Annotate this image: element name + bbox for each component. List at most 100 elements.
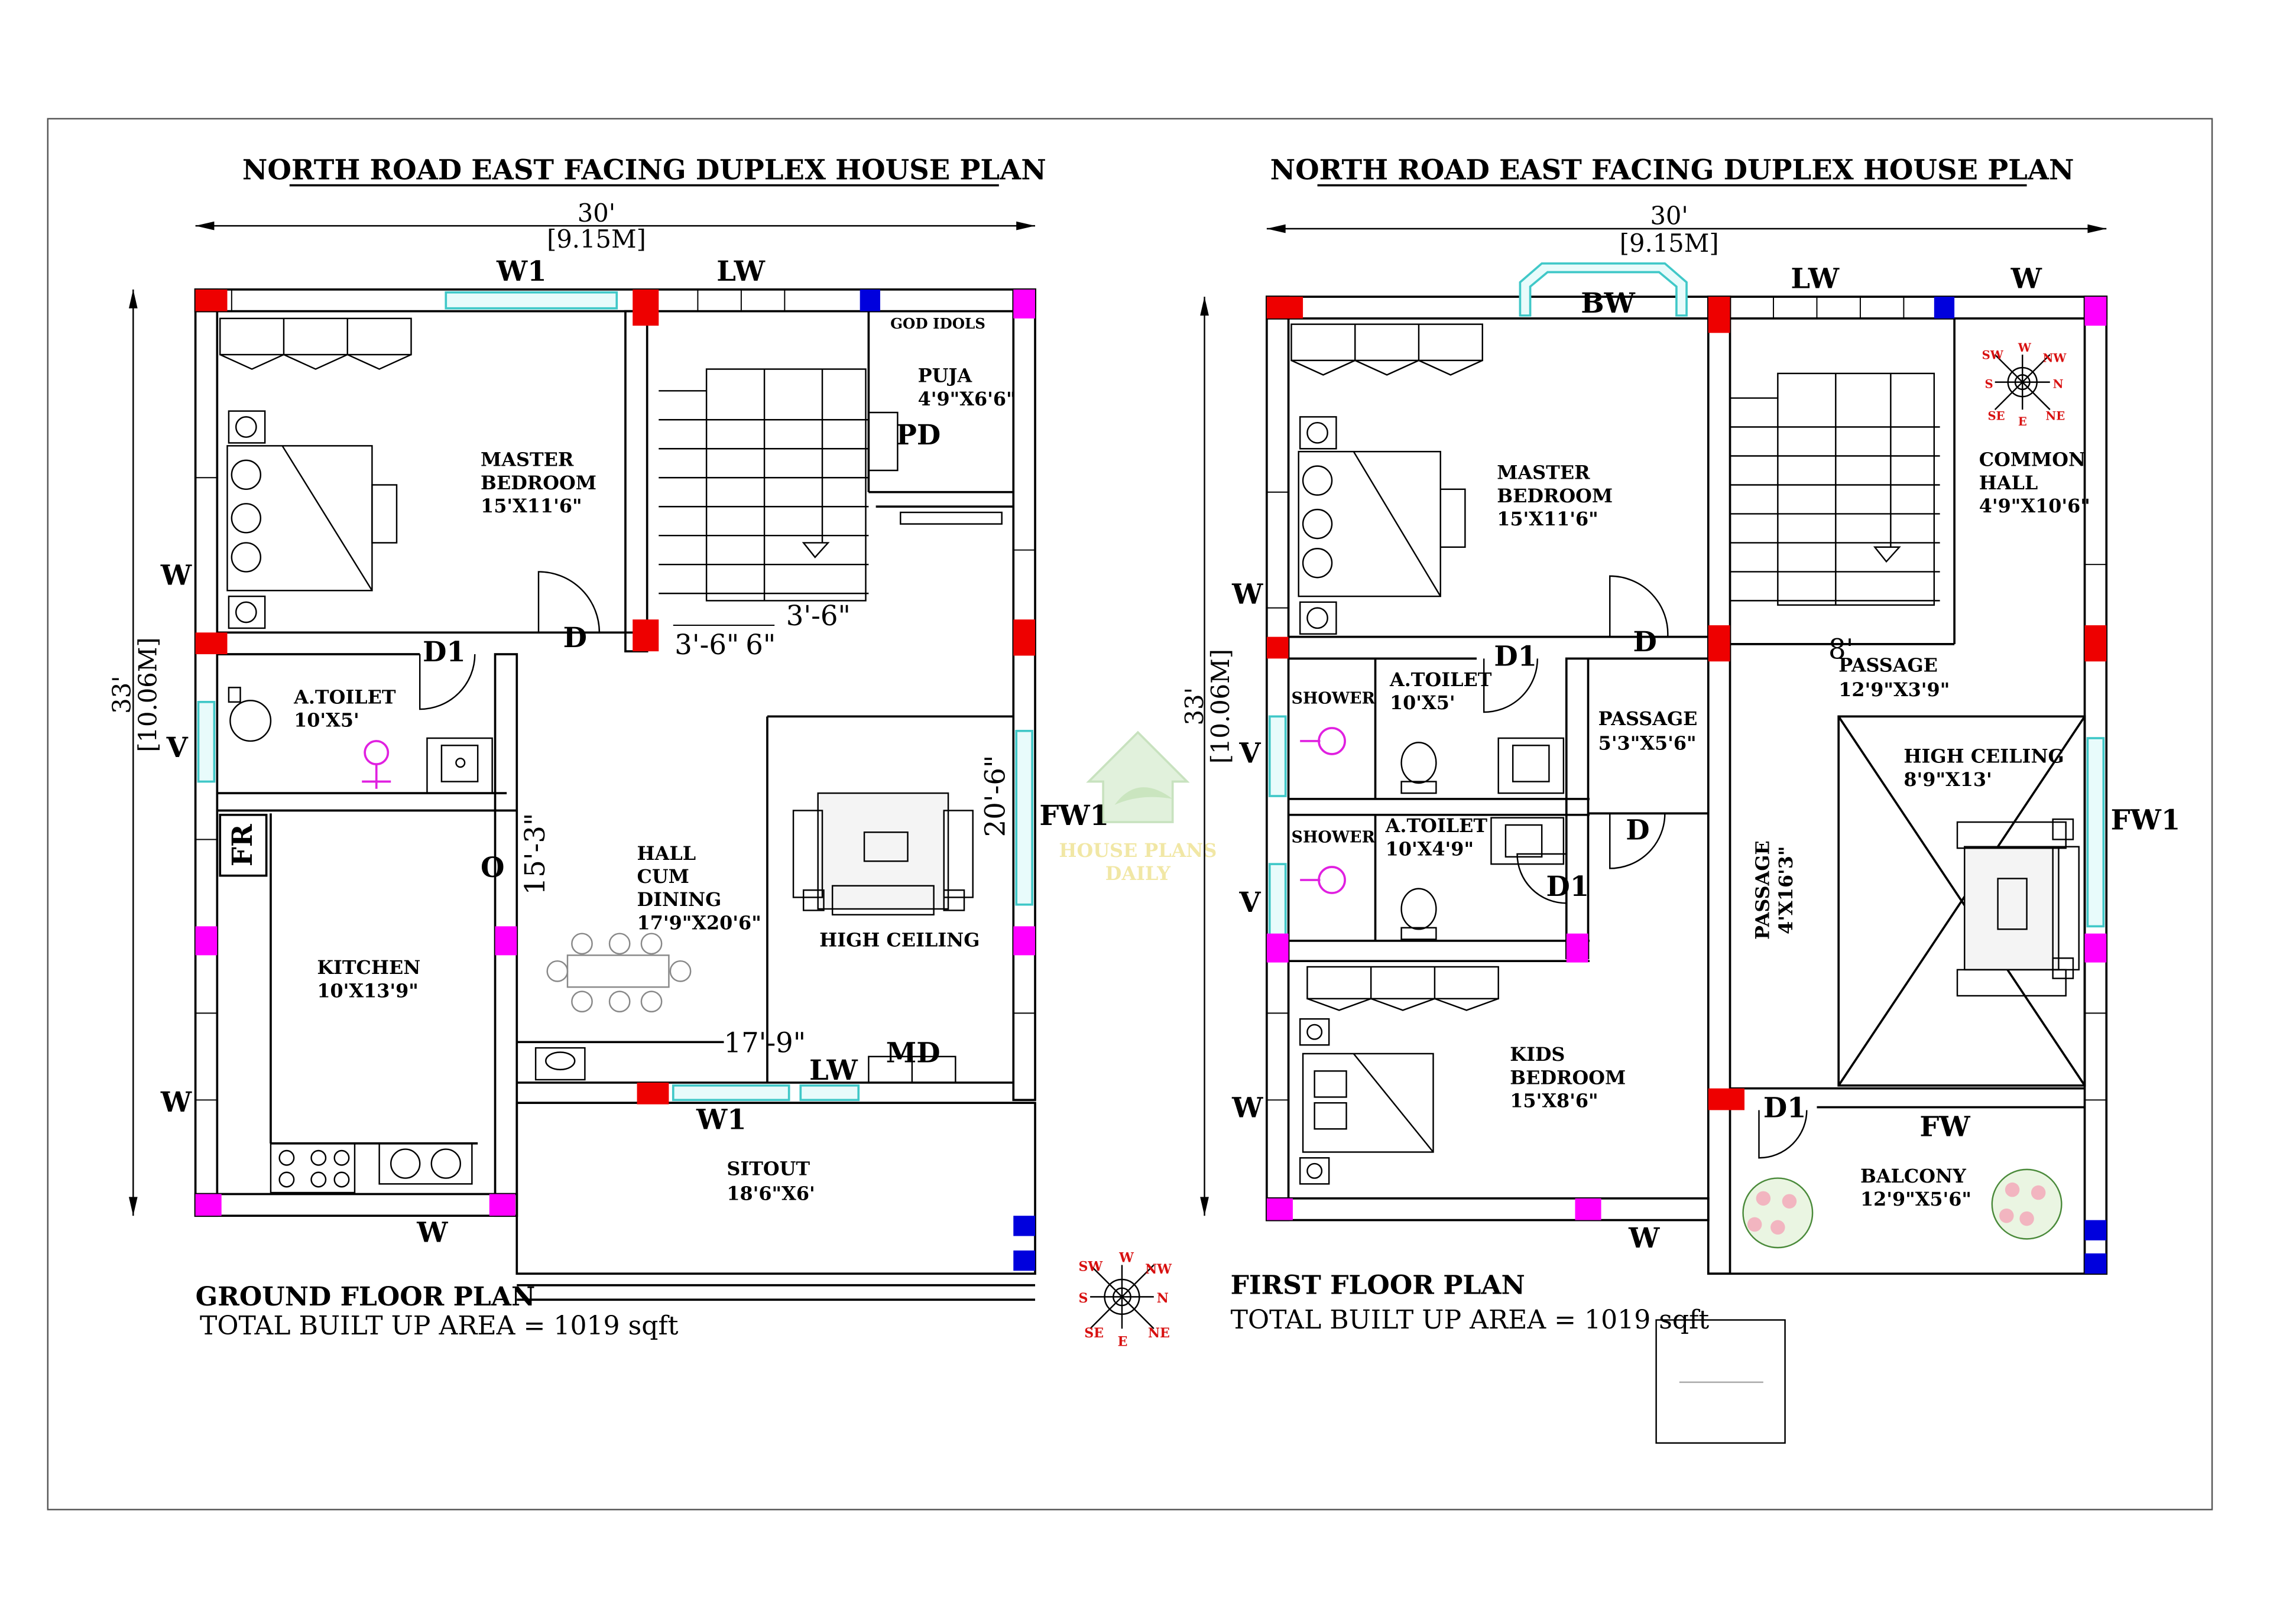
ff-passage-mid-dim: 5'3"X5'6" — [1598, 732, 1697, 755]
gf-lw-top: LW — [716, 255, 766, 287]
gf-god-idols: GOD IDOLS — [890, 315, 985, 332]
gf-dim-17: 17'-9" — [724, 1027, 806, 1058]
ff-passage-top-dim: 12'9"X3'9" — [1838, 678, 1950, 701]
ground-title: NORTH ROAD EAST FACING DUPLEX HOUSE PLAN — [242, 154, 1046, 186]
ground-plan-name: GROUND FLOOR PLAN — [196, 1282, 536, 1312]
ff-toilet1: A.TOILET — [1389, 668, 1492, 691]
ff-passage-top: PASSAGE — [1838, 654, 1938, 676]
ff-kids-l2: BEDROOM — [1510, 1066, 1626, 1089]
gf-lw-bottom: LW — [809, 1054, 858, 1086]
first-opening-labels: BW LW W W D1 D 8' V V D D1 FW1 W D1 FW W — [1231, 262, 2180, 1254]
gf-kitchen: KITCHEN — [317, 956, 420, 979]
ground-doors — [419, 411, 956, 1084]
ground-area: TOTAL BUILT UP AREA = 1019 sqft — [200, 1311, 679, 1341]
ff-fw1: FW1 — [2111, 803, 2181, 836]
house-plans-logo: HOUSE PLANS DAILY — [1059, 730, 1217, 885]
ff-toilet2: A.TOILET — [1385, 814, 1488, 837]
gf-w1-top: W1 — [496, 255, 547, 287]
compass-se: SE — [1084, 1326, 1104, 1341]
ff-eight: 8' — [1828, 633, 1853, 665]
gf-fw1: FW1 — [1039, 799, 1109, 832]
first-plan-name: FIRST FLOOR PLAN — [1231, 1270, 1525, 1300]
gf-d1: D1 — [423, 635, 466, 668]
compass-rose-top: W SW NW S N SE NE E — [1982, 341, 2067, 428]
compass-top-se: SE — [1987, 409, 2005, 423]
ff-d-a: D — [1633, 625, 1656, 658]
gf-toilet: A.TOILET — [293, 686, 396, 708]
compass-nw: NW — [1145, 1262, 1172, 1277]
gf-w-left2: W — [160, 1086, 192, 1118]
fridge-box — [219, 814, 268, 877]
ff-passage-mid: PASSAGE — [1598, 707, 1698, 730]
ground-dining-set — [534, 933, 692, 1081]
first-width-m: [9.15M] — [1620, 229, 1719, 258]
ff-balcony-dim: 12'9"X5'6" — [1860, 1188, 1971, 1210]
first-depth-arrow-bottom — [1200, 1197, 1209, 1216]
gf-dim-15: 15'-3" — [519, 813, 551, 895]
gf-high-ceiling: HIGH CEILING — [819, 929, 980, 951]
gf-w-left1: W — [160, 558, 192, 591]
ff-w-bottom: W — [1628, 1222, 1660, 1254]
first-bay-window — [1519, 262, 1688, 317]
first-title: NORTH ROAD EAST FACING DUPLEX HOUSE PLAN — [1270, 154, 2074, 186]
compass-top-nw: NW — [2043, 351, 2067, 365]
ff-kids-l1: KIDS — [1510, 1043, 1565, 1066]
ff-passage-side: PASSAGE — [1752, 840, 1774, 940]
compass-n: N — [1157, 1291, 1169, 1306]
ground-living-furniture — [792, 511, 1003, 916]
gf-d: D — [563, 621, 587, 654]
ff-kids-dim: 15'X8'6" — [1510, 1090, 1598, 1112]
ff-balcony: BALCONY — [1860, 1165, 1967, 1187]
ff-d1-c: D1 — [1763, 1092, 1807, 1124]
ff-high-ceiling-dim: 8'9"X13' — [1903, 768, 1992, 791]
first-area: TOTAL BUILT UP AREA = 1019 sqft — [1231, 1305, 1710, 1335]
ff-common-l2: HALL — [1979, 472, 2038, 494]
first-depth-m: [10.06M] — [1206, 649, 1235, 764]
ff-shower2: SHOWER — [1291, 828, 1375, 846]
gf-dim-stair-a: 3'-6" — [674, 629, 739, 661]
gf-master-bedroom-l1: MASTER — [481, 449, 574, 471]
ff-w-top: W — [2010, 262, 2042, 294]
first-living-furniture — [1956, 818, 2080, 997]
gf-puja-dim: 4'9"X6'6" — [918, 388, 1016, 410]
ground-floor-plan: NORTH ROAD EAST FACING DUPLEX HOUSE PLAN… — [107, 154, 1109, 1341]
gf-dim-stair-c: 3'-6" — [786, 600, 851, 632]
compass-e: E — [1118, 1334, 1128, 1350]
ff-lw: LW — [1791, 262, 1840, 294]
ground-windows — [197, 291, 1033, 1102]
ground-width-arrow-right — [1016, 221, 1036, 230]
ff-high-ceiling: HIGH CEILING — [1903, 745, 2064, 768]
ff-d1-a: D1 — [1494, 640, 1537, 673]
logo-line2: DAILY — [1105, 862, 1172, 885]
ground-depth-arrow-bottom — [128, 1197, 138, 1216]
ff-bw: BW — [1581, 287, 1635, 319]
first-kids-furniture — [1299, 966, 1499, 1185]
ground-toilet-fixtures — [228, 687, 493, 794]
ground-columns — [195, 289, 1036, 1271]
first-floor-plan: NORTH ROAD EAST FACING DUPLEX HOUSE PLAN… — [1180, 154, 2180, 1444]
ground-depth-m: [10.06M] — [133, 637, 162, 752]
gf-hall-l2: CUM — [637, 865, 689, 888]
ground-dimension-labels: 3'-6" 6" 3'-6" 15'-3" 20'-6" 17'-9" — [519, 600, 1011, 1058]
ff-toilet1-dim: 10'X5' — [1390, 691, 1455, 714]
first-width-ft: 30' — [1650, 202, 1688, 230]
first-windows — [1268, 715, 2105, 945]
ground-staircase — [659, 368, 869, 602]
ground-room-labels: MASTER BEDROOM 15'X11'6" GOD IDOLS PUJA … — [293, 315, 1016, 1204]
first-depth-arrow-top — [1200, 297, 1209, 316]
gf-hall-dim: 17'9"X20'6" — [637, 911, 761, 934]
compass-rose-bottom: W SW NW S N SE NE E — [1078, 1251, 1172, 1350]
compass-top-sw: SW — [1982, 348, 2004, 362]
ground-width-arrow-left — [195, 221, 215, 230]
gf-hall-l3: DINING — [637, 888, 722, 911]
ground-width-ft: 30' — [578, 199, 615, 228]
ground-width-m: [9.15M] — [547, 225, 646, 254]
gf-w-bottom: W — [416, 1216, 448, 1248]
ground-shower-icon — [362, 740, 391, 789]
ground-window-frames — [195, 289, 1036, 1101]
first-doors — [1483, 575, 1808, 1159]
ground-depth-arrow-top — [128, 289, 138, 308]
first-staircase — [1730, 372, 1940, 606]
